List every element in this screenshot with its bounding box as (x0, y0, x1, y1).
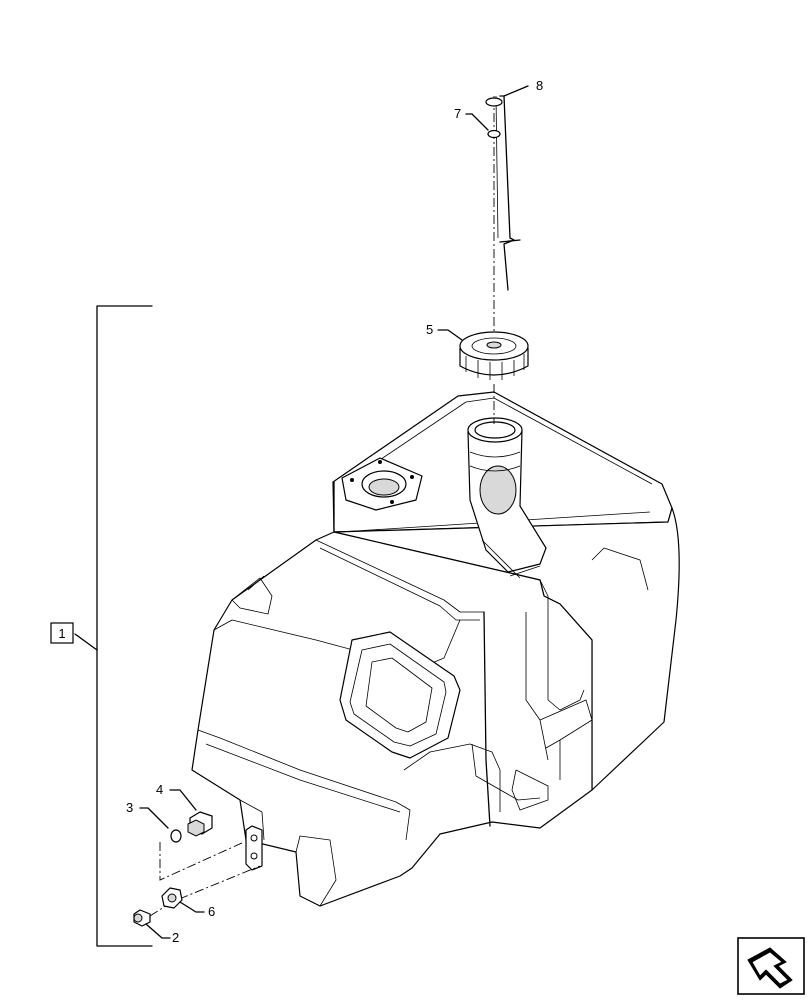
filler-cap (459, 331, 529, 380)
callout-5-leader (437, 329, 463, 341)
callout-7-label: 7 (454, 106, 461, 121)
nut (161, 887, 183, 909)
ring-part (487, 129, 501, 139)
callout-3-leader (139, 807, 169, 829)
callout-4-leader (169, 789, 197, 811)
callout-4-label: 4 (156, 782, 163, 797)
callout-3-label: 3 (126, 800, 133, 815)
callout-8-leader (503, 85, 529, 97)
callout-1-box: 1 (50, 622, 74, 644)
fuel-tank (191, 391, 680, 907)
callout-7-leader (465, 113, 489, 131)
fitting (187, 811, 213, 837)
o-ring (170, 829, 182, 843)
callout-6-leader (179, 901, 205, 913)
callout-1-label: 1 (58, 626, 65, 641)
callout-8-label: 8 (536, 78, 543, 93)
callout-2-label: 2 (172, 930, 179, 945)
callout-2-leader (145, 923, 171, 939)
callout-6-label: 6 (208, 904, 215, 919)
callout-5-label: 5 (426, 322, 433, 337)
assembly-bracket (74, 305, 153, 947)
drain-plug (133, 909, 151, 927)
dipstick (485, 95, 521, 291)
next-page-arrow-icon[interactable] (737, 937, 805, 995)
